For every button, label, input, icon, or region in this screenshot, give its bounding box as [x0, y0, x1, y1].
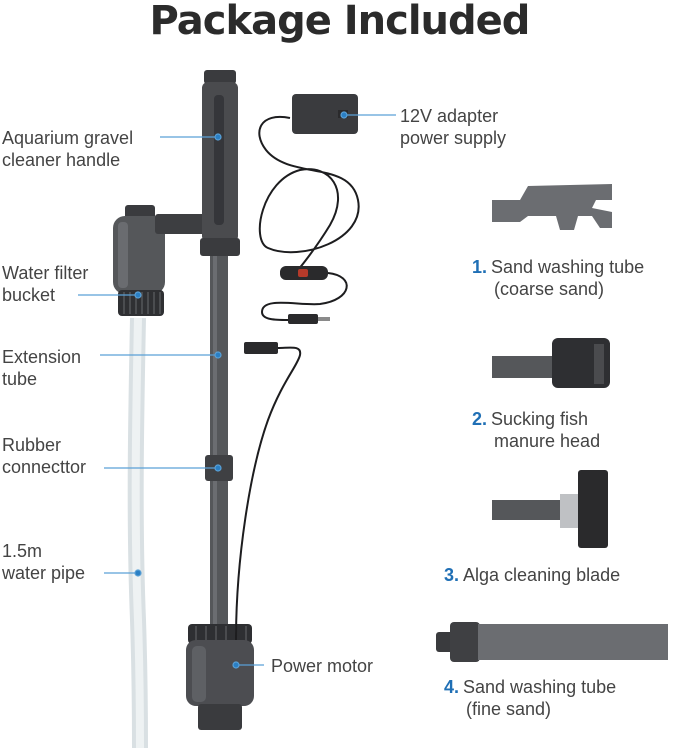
- adapter-cable: [258, 115, 360, 273]
- power-adapter: [292, 94, 358, 134]
- accessory-2-label: 2.Sucking fish manure head: [472, 409, 601, 451]
- fine-sand-tube: [436, 622, 668, 662]
- page-title: Package Included: [149, 0, 531, 44]
- coarse-sand-tube: [492, 184, 612, 230]
- extension-tube-label: Extension tube: [2, 347, 82, 389]
- accessory-4-label: 4.Sand washing tube (fine sand): [444, 677, 617, 719]
- accessory-number: 1.: [472, 257, 488, 277]
- rubber-connector-label: Rubber connecttor: [2, 435, 87, 477]
- adapter-plug: [288, 314, 318, 324]
- filter-bucket: [113, 205, 210, 316]
- adapter-label: 12V adapter power supply: [400, 106, 507, 148]
- filter-bucket-label: Water filter bucket: [2, 263, 89, 305]
- fish-manure-head: [492, 338, 610, 388]
- motor-cable: [235, 346, 302, 641]
- dc-plug: [244, 342, 278, 354]
- power-motor-label: Power motor: [271, 656, 374, 676]
- handle-label: Aquarium gravel cleaner handle: [2, 128, 134, 170]
- extension-tube: [210, 256, 228, 628]
- accessory-number: 3.: [444, 565, 460, 585]
- gravel-cleaner-handle: [200, 70, 240, 256]
- accessory-1-label: 1.Sand washing tube (coarse sand): [472, 257, 645, 299]
- accessory-number: 4.: [444, 677, 460, 697]
- accessory-number: 2.: [472, 409, 488, 429]
- water-pipe-label: 1.5m water pipe: [2, 541, 86, 583]
- alga-cleaning-blade: [492, 470, 608, 548]
- accessory-3-label: 3.Alga cleaning blade: [444, 565, 621, 585]
- power-motor: [186, 624, 254, 730]
